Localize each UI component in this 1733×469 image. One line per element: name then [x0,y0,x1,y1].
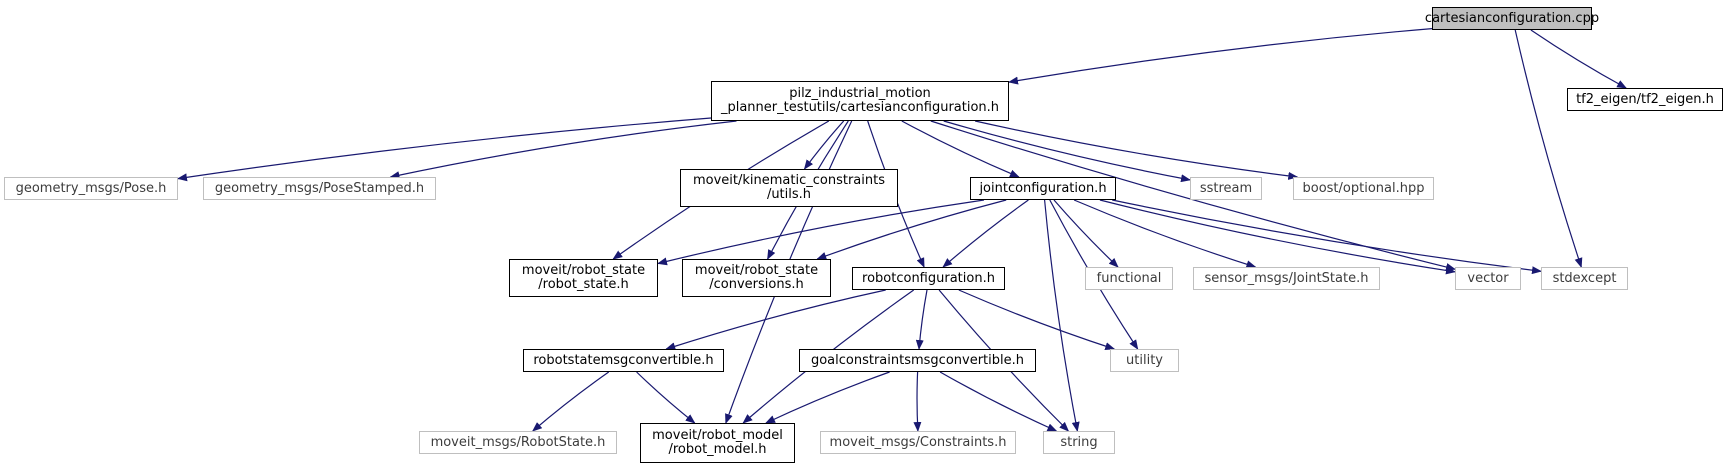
edge-jc_h-to-conv_h [816,199,1007,260]
edge-root-to-stdexcept [1514,29,1583,268]
edge-gcmc_h-to-string [939,371,1058,432]
edge-cc_h-to-pose [177,117,712,182]
edge-rsmc_h-to-robotstate_msg [532,371,610,432]
node-cc-h[interactable]: pilz_industrial_motion _planner_testutil… [711,81,1009,121]
node-rsmc-h[interactable]: robotstatemsgconvertible.h [523,349,724,372]
edge-cc_h-to-sstream [943,120,1191,183]
edge-cc_h-to-posestamped [389,120,737,180]
node-rc-h[interactable]: robotconfiguration.h [852,267,1005,290]
edge-jc_h-to-vector [1099,199,1456,275]
edge-gcmc_h-to-constraints_msg [913,371,922,432]
edge-cc_h-to-jc_h [901,120,1020,178]
node-vector: vector [1455,267,1521,290]
edge-jc_h-to-rc_h [942,199,1029,268]
edge-jc_h-to-functional [1053,199,1119,268]
node-constraints-msg: moveit_msgs/Constraints.h [820,431,1016,454]
node-rm-h[interactable]: moveit/robot_model /robot_model.h [640,423,795,463]
node-string: string [1043,431,1115,454]
edge-rc_h-to-gcmc_h [915,289,928,350]
node-jc-h[interactable]: jointconfiguration.h [970,177,1116,200]
node-gcmc-h[interactable]: goalconstraintsmsgconvertible.h [799,349,1036,372]
edge-rc_h-to-rsmc_h [665,289,886,351]
node-functional: functional [1085,267,1173,290]
node-sstream: sstream [1190,177,1262,200]
edge-rsmc_h-to-rm_h [636,371,696,424]
edge-gcmc_h-to-rm_h [765,371,890,424]
edge-root-to-tf2 [1530,29,1627,89]
edge-cc_h-to-kin_utils [803,120,845,170]
edge-jc_h-to-string [1044,199,1080,432]
edge-jc_h-to-jointstate [1073,199,1257,269]
node-utility: utility [1110,349,1179,372]
node-pose: geometry_msgs/Pose.h [4,177,178,200]
node-root[interactable]: cartesianconfiguration.cpp [1425,7,1599,30]
node-tf2[interactable]: tf2_eigen/tf2_eigen.h [1567,88,1723,111]
edge-root-to-cc_h [1008,28,1433,85]
edge-jc_h-to-rs_h [657,199,985,266]
node-conv-h[interactable]: moveit/robot_state /conversions.h [682,259,831,297]
node-robotstate-msg: moveit_msgs/RobotState.h [419,431,617,454]
edge-rc_h-to-utility [958,289,1116,351]
node-jointstate: sensor_msgs/JointState.h [1193,267,1380,290]
edge-cc_h-to-optional [974,120,1299,180]
node-rs-h[interactable]: moveit/robot_state /robot_state.h [509,259,658,297]
node-kin-utils[interactable]: moveit/kinematic_constraints /utils.h [680,169,898,207]
node-posestamped: geometry_msgs/PoseStamped.h [203,177,436,200]
node-stdexcept: stdexcept [1541,267,1628,290]
node-optional: boost/optional.hpp [1293,177,1434,200]
edge-jc_h-to-stdexcept [1112,199,1542,275]
